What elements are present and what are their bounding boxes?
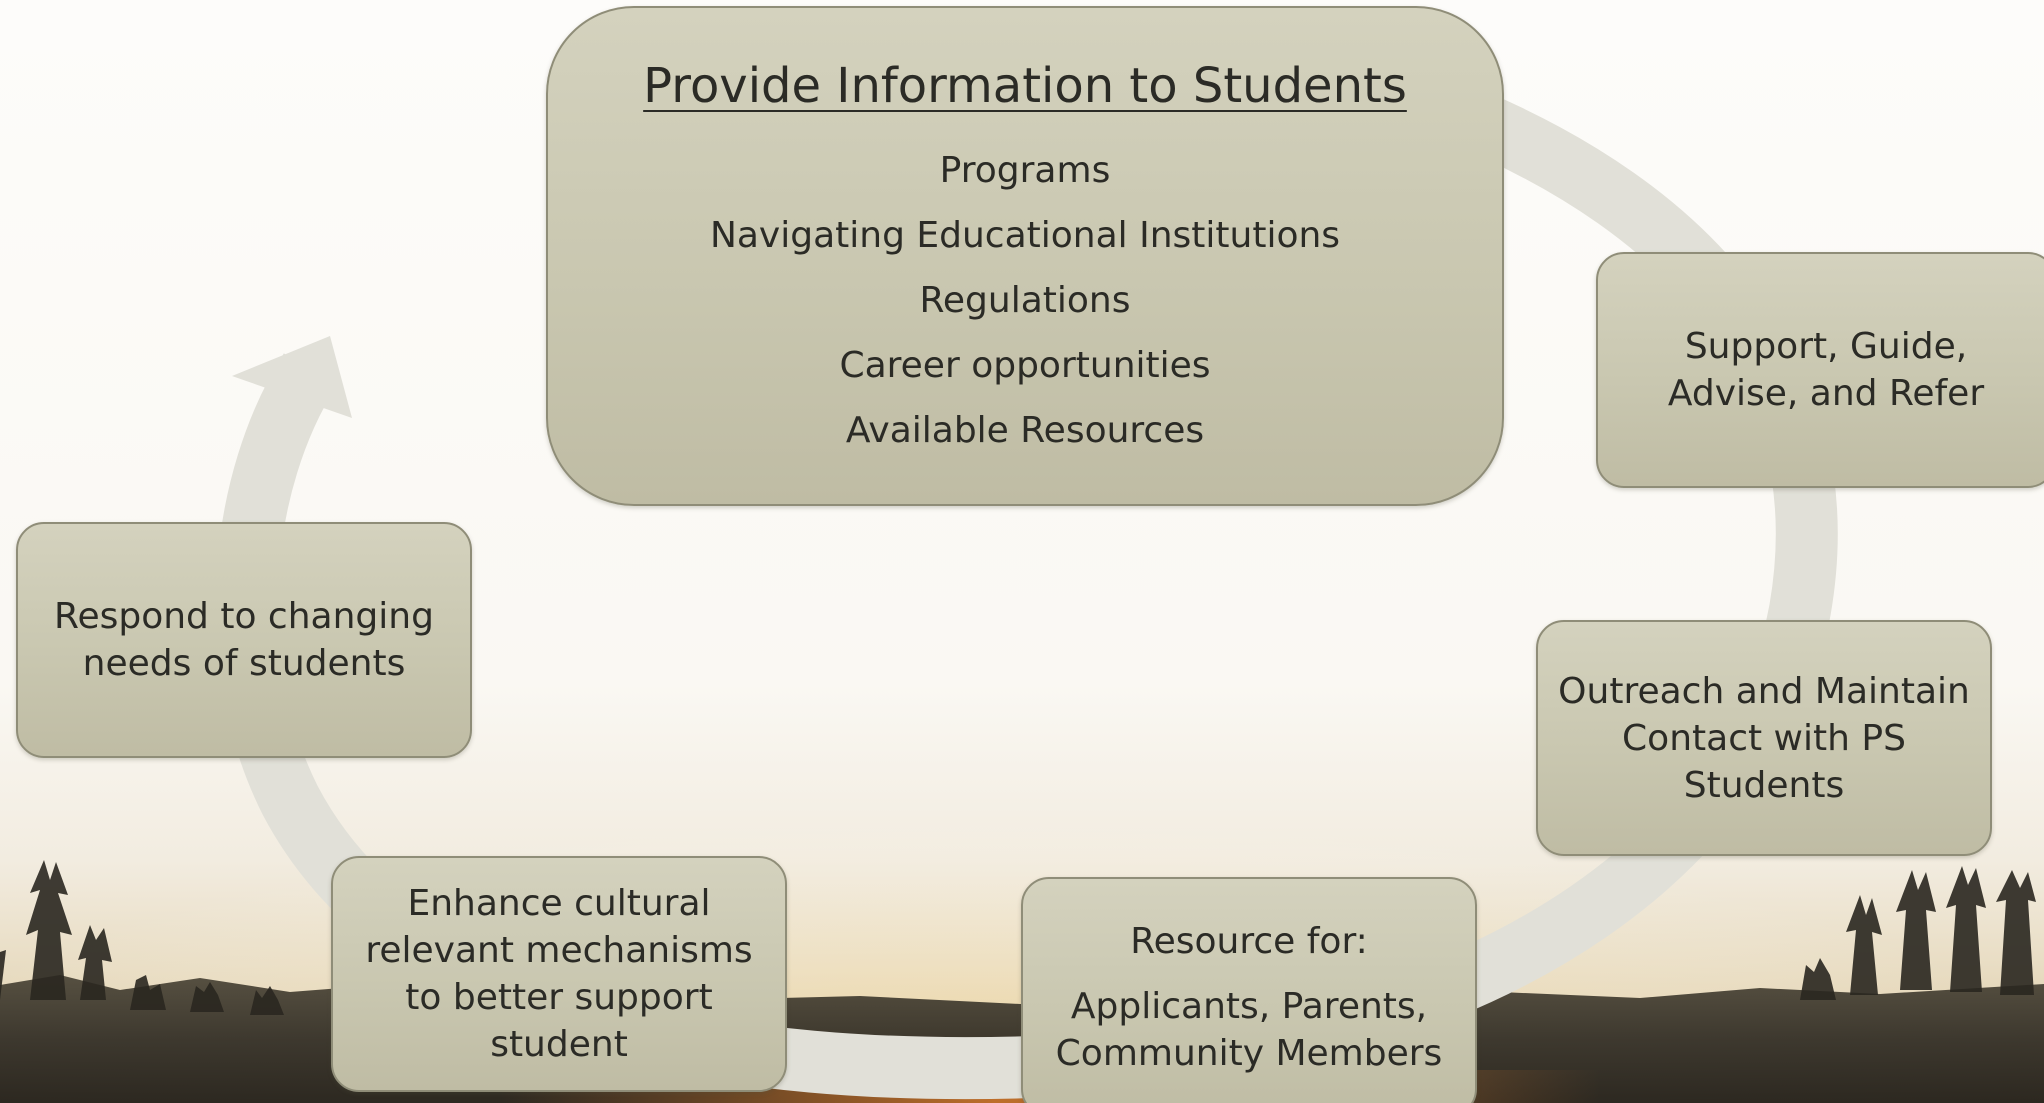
- outreach-line-2: Contact with PS: [1622, 717, 1906, 759]
- respond-line-2: needs of students: [82, 643, 406, 684]
- provide-information-heading: Provide Information to Students: [643, 58, 1407, 114]
- resource-heading: Resource for:: [1130, 920, 1368, 962]
- outreach-line-1: Outreach and Maintain: [1558, 670, 1970, 712]
- info-item-navigating: Navigating Educational Institutions: [709, 215, 1341, 256]
- info-item-resources: Available Resources: [845, 410, 1205, 451]
- respond-to-needs-box: Respond to changing needs of students: [16, 522, 472, 758]
- info-item-programs: Programs: [939, 150, 1111, 191]
- info-item-career: Career opportunities: [839, 345, 1211, 386]
- cycle-arrow-head: [232, 336, 352, 418]
- provide-information-box: Provide Information to Students Programs…: [546, 6, 1504, 506]
- support-line-2: Advise, and Refer: [1667, 373, 1985, 414]
- support-line-1: Support, Guide,: [1684, 326, 1968, 367]
- enhance-cultural-box: Enhance cultural relevant mechanisms to …: [331, 856, 787, 1092]
- enhance-line-4: student: [490, 1024, 628, 1065]
- enhance-line-2: relevant mechanisms: [365, 930, 753, 971]
- outreach-line-3: Students: [1683, 764, 1845, 806]
- resource-line-2: Community Members: [1055, 1032, 1443, 1074]
- resource-for-box: Resource for: Applicants, Parents, Commu…: [1021, 877, 1477, 1103]
- respond-line-1: Respond to changing: [54, 596, 434, 637]
- info-item-regulations: Regulations: [919, 280, 1131, 321]
- resource-line-1: Applicants, Parents,: [1070, 985, 1428, 1027]
- enhance-line-1: Enhance cultural: [407, 883, 711, 924]
- enhance-line-3: to better support: [405, 977, 713, 1018]
- outreach-box: Outreach and Maintain Contact with PS St…: [1536, 620, 1992, 856]
- support-guide-box: Support, Guide, Advise, and Refer: [1596, 252, 2044, 488]
